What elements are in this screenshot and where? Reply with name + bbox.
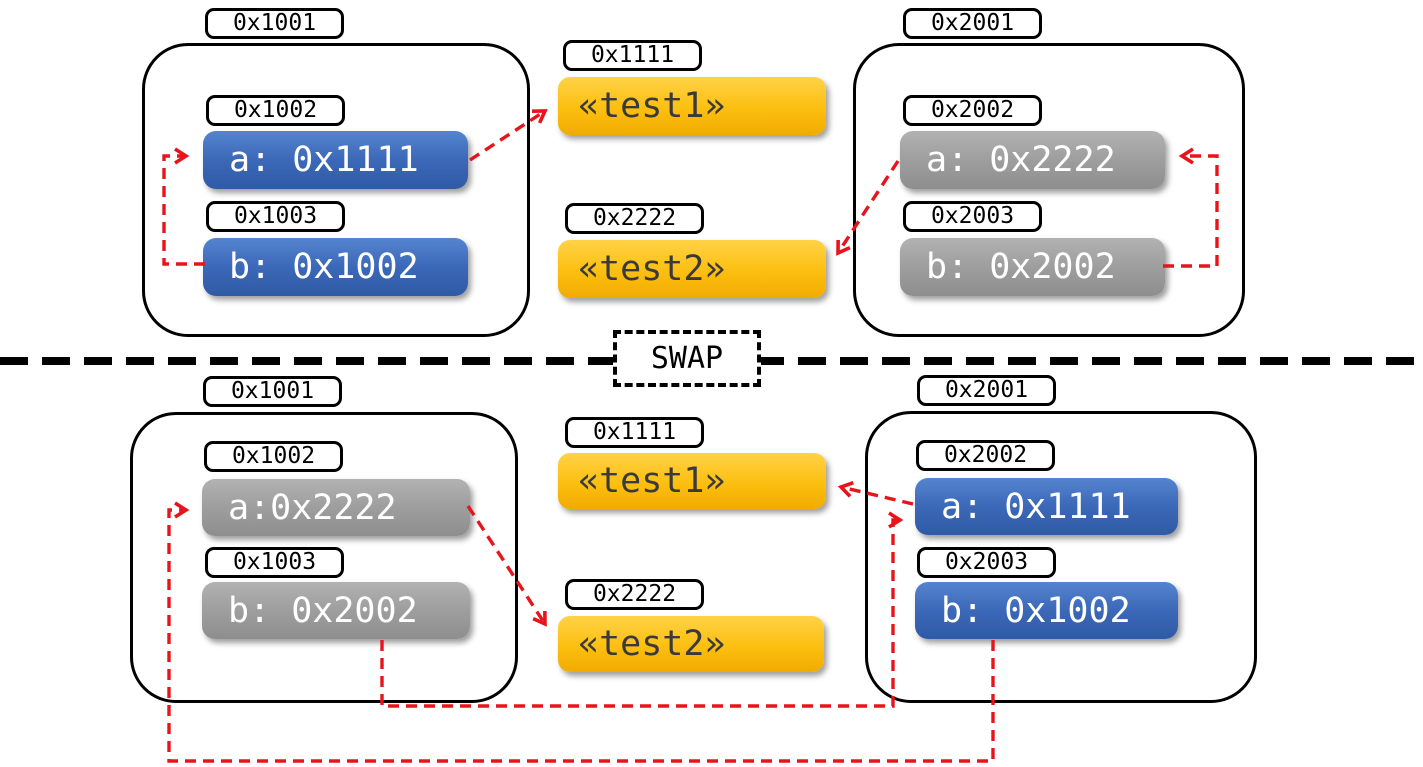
swap-label: SWAP <box>650 341 724 376</box>
frame-address-tag: 0x1001 <box>205 8 344 39</box>
string-box-test1-top: «test1» <box>558 77 826 135</box>
stack-frame-top-left <box>142 43 530 337</box>
var-address-tag: 0x1002 <box>206 95 345 126</box>
var-box-a-bottom-left: a:0x2222 <box>202 479 470 536</box>
var-address-tag: 0x1003 <box>206 201 345 232</box>
var-box-a-top-left: a: 0x1111 <box>203 131 468 189</box>
string-box-test1-bottom: «test1» <box>558 453 826 509</box>
var-address-tag: 0x1002 <box>204 441 343 472</box>
var-address-tag: 0x2002 <box>916 440 1055 471</box>
var-box-a-top-right: a: 0x2222 <box>900 131 1165 189</box>
var-box-b-bottom-left: b: 0x2002 <box>202 582 470 639</box>
frame-address-tag: 0x1001 <box>203 376 342 407</box>
var-box-b-top-right: b: 0x2002 <box>900 238 1165 296</box>
string-address-tag: 0x2222 <box>565 579 704 610</box>
frame-address-tag: 0x2001 <box>903 8 1042 39</box>
string-address-tag: 0x1111 <box>563 40 702 71</box>
string-address-tag: 0x1111 <box>565 417 704 448</box>
string-box-test2-top: «test2» <box>558 240 826 298</box>
swap-label-box: SWAP <box>613 330 761 387</box>
var-address-tag: 0x2003 <box>917 547 1056 578</box>
var-address-tag: 0x1003 <box>205 547 344 578</box>
string-box-test2-bottom: «test2» <box>558 616 824 672</box>
var-address-tag: 0x2003 <box>903 201 1042 232</box>
frame-address-tag: 0x2001 <box>917 375 1056 406</box>
var-box-b-top-left: b: 0x1002 <box>203 238 468 296</box>
string-address-tag: 0x2222 <box>565 203 704 234</box>
var-box-a-bottom-right: a: 0x1111 <box>915 478 1178 535</box>
var-box-b-bottom-right: b: 0x1002 <box>915 582 1178 639</box>
var-address-tag: 0x2002 <box>903 95 1042 126</box>
